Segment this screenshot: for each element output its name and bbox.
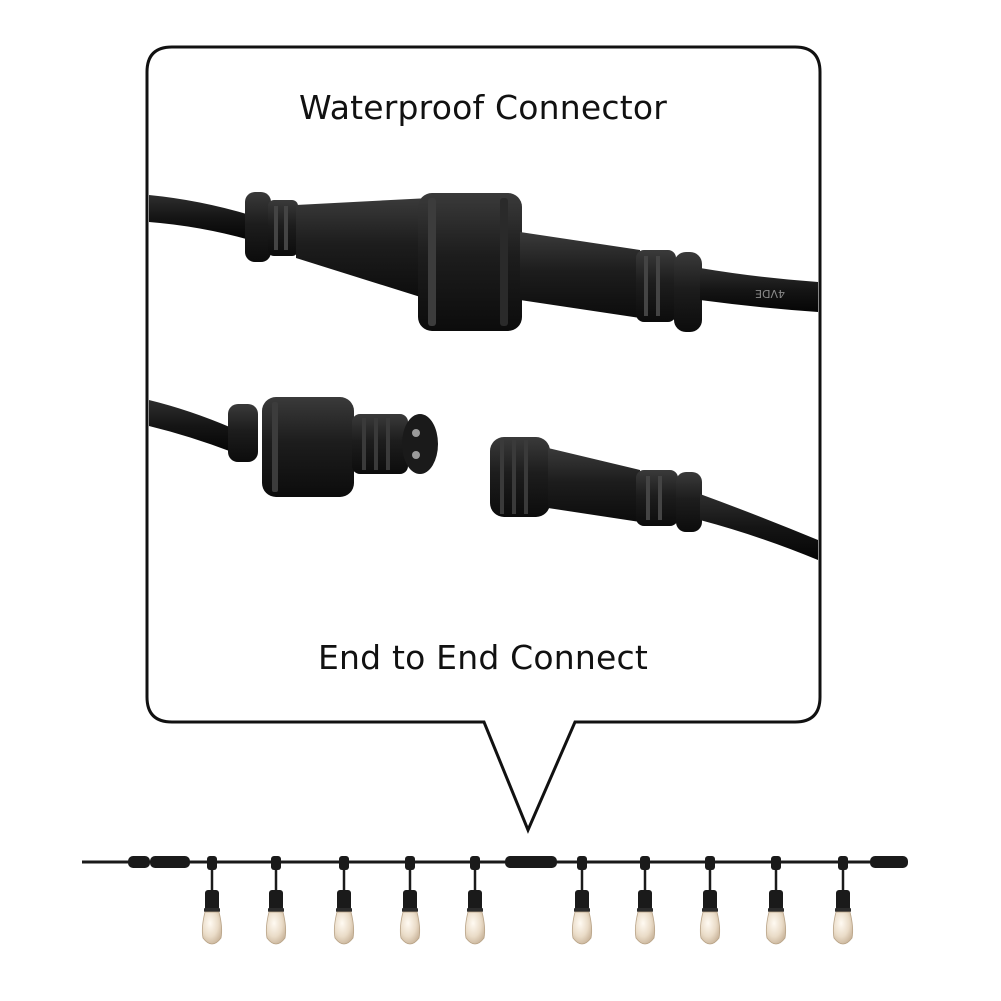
bulb bbox=[333, 856, 355, 945]
bulb bbox=[571, 856, 593, 945]
cable-print: 4VDE bbox=[755, 287, 785, 300]
bulb bbox=[464, 856, 486, 945]
inline-connector bbox=[505, 856, 557, 868]
female-connector bbox=[490, 437, 818, 560]
bulb bbox=[765, 856, 787, 945]
bulb bbox=[201, 856, 223, 945]
inline-connector bbox=[150, 856, 190, 868]
bulb bbox=[634, 856, 656, 945]
inline-connector bbox=[128, 856, 150, 868]
callout-title: Waterproof Connector bbox=[298, 88, 668, 127]
mated-connector: 4VDE bbox=[149, 192, 818, 332]
bulb bbox=[832, 856, 854, 945]
bulb bbox=[399, 856, 421, 945]
bulb bbox=[265, 856, 287, 945]
callout-subtitle: End to End Connect bbox=[317, 638, 649, 677]
male-connector bbox=[149, 397, 438, 497]
string-lights bbox=[82, 856, 908, 945]
inline-connector bbox=[870, 856, 908, 868]
bulb bbox=[699, 856, 721, 945]
